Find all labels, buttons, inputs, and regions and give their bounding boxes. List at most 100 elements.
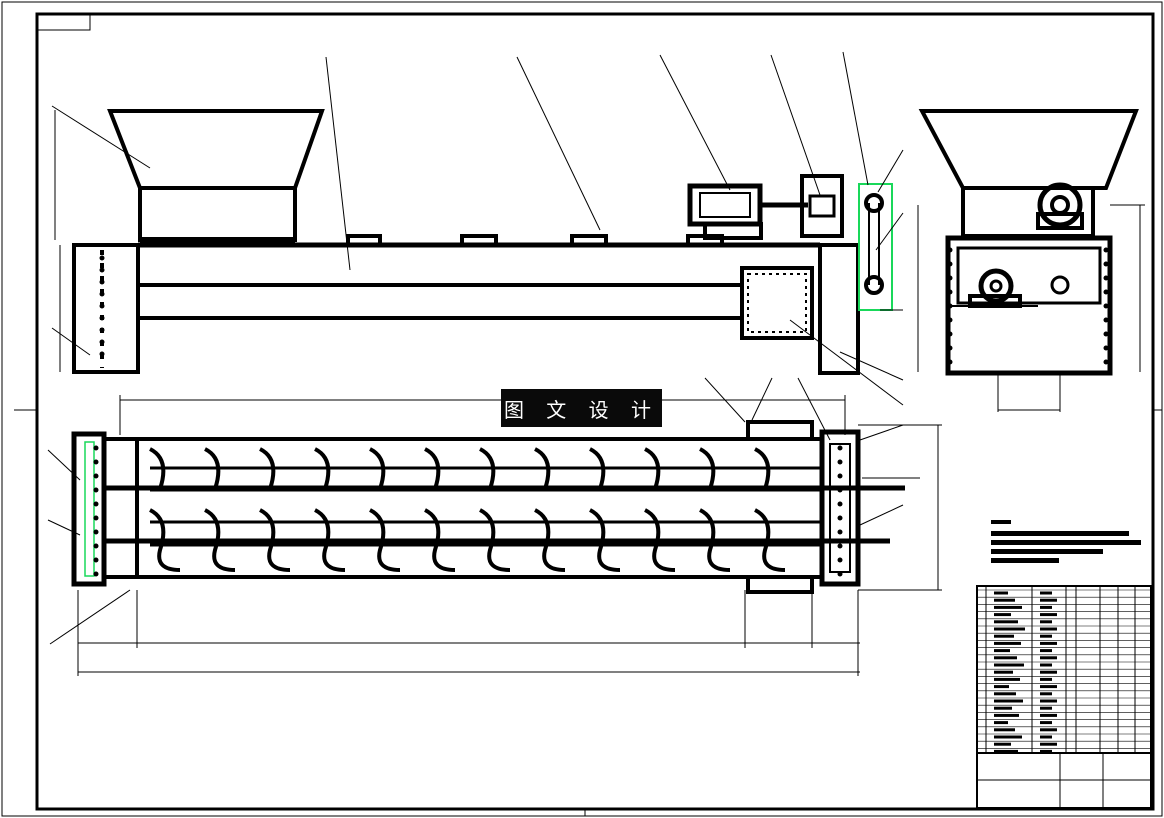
rivet	[1103, 345, 1109, 351]
parts-row-text-mark	[1040, 605, 1052, 609]
parts-row-text-mark	[994, 663, 1024, 667]
rivet	[837, 543, 843, 549]
watermark-label: 图 文 设 计	[501, 389, 662, 427]
rivet	[93, 459, 99, 465]
rivet	[837, 515, 843, 521]
rivet	[93, 529, 99, 535]
parts-row-text-mark	[994, 742, 1011, 746]
rivet	[947, 303, 953, 309]
rivet	[837, 459, 843, 465]
parts-list-rows	[977, 589, 1151, 753]
feed-hopper-front	[107, 109, 325, 243]
parts-row-text-mark	[994, 656, 1017, 660]
parts-row-text-mark	[994, 641, 1021, 645]
screw-flight-upper	[148, 447, 771, 490]
parts-row-text-mark	[1040, 677, 1052, 681]
parts-row-text-mark	[994, 613, 1011, 617]
parts-list	[976, 585, 1152, 809]
rivet	[99, 291, 105, 297]
chain-drive-front	[858, 183, 893, 311]
rivet	[947, 247, 953, 253]
parts-row-text-mark	[1040, 656, 1057, 660]
discharge-box-front	[740, 243, 860, 375]
parts-row-text-mark	[994, 735, 1022, 739]
rivet	[837, 501, 843, 507]
parts-row-text-mark	[994, 721, 1008, 725]
reducer-motor-front	[687, 174, 844, 240]
rivet	[93, 557, 99, 563]
rivet	[99, 339, 105, 345]
parts-row-text-mark	[1040, 634, 1052, 638]
rivet	[1103, 289, 1109, 295]
rivet	[837, 487, 843, 493]
parts-row-text-mark	[994, 685, 1009, 689]
parts-row-text-mark	[1040, 721, 1052, 725]
rivet	[1103, 275, 1109, 281]
rivet	[947, 331, 953, 337]
top-view	[47, 377, 942, 676]
rivet	[837, 571, 843, 577]
rivet	[837, 529, 843, 535]
parts-row-text-mark	[1040, 728, 1057, 732]
rivet	[93, 515, 99, 521]
parts-row-text-mark	[994, 692, 1016, 696]
side-view	[918, 109, 1145, 412]
parts-row-text-mark	[1040, 742, 1057, 746]
rivet	[837, 557, 843, 563]
technical-notes	[991, 520, 1141, 563]
parts-row-text-mark	[1040, 706, 1052, 710]
parts-row-text-mark	[994, 605, 1022, 609]
rivet	[99, 315, 105, 321]
rivet	[947, 289, 953, 295]
rivet	[99, 303, 105, 309]
rivet	[93, 543, 99, 549]
rivet	[947, 261, 953, 267]
screw-trough-front	[72, 234, 820, 374]
parts-row-text-mark	[1040, 749, 1052, 753]
parts-row-text-mark	[1040, 591, 1052, 595]
rivet	[947, 345, 953, 351]
rivet	[1103, 303, 1109, 309]
rivet	[837, 473, 843, 479]
parts-row-text-mark	[994, 728, 1015, 732]
rivet	[947, 275, 953, 281]
leader-lines-front	[51, 51, 919, 406]
dimension-lines-top	[47, 377, 942, 676]
screw-flight-lower	[148, 508, 786, 572]
rivet	[93, 445, 99, 451]
parts-row-text-mark	[994, 649, 1010, 653]
parts-row-text-mark	[1040, 663, 1052, 667]
rivet	[99, 279, 105, 285]
rivet	[1103, 247, 1109, 253]
parts-row-text-mark	[994, 670, 1013, 674]
front-view	[51, 51, 919, 406]
parts-row-text-mark	[1040, 613, 1057, 617]
parts-row-text-mark	[1040, 598, 1057, 602]
rivet-marks	[93, 247, 1109, 577]
rivet	[1103, 331, 1109, 337]
parts-row-text-mark	[1040, 699, 1057, 703]
parts-row-text-mark	[1040, 620, 1052, 624]
rivet	[99, 255, 105, 261]
rivet	[99, 267, 105, 273]
rivet	[99, 327, 105, 333]
parts-row-text-mark	[994, 591, 1008, 595]
parts-row-text-mark	[1040, 685, 1057, 689]
parts-row-text-mark	[994, 677, 1020, 681]
rivet	[947, 359, 953, 365]
parts-row-text-mark	[1040, 641, 1057, 645]
rivet	[1103, 317, 1109, 323]
parts-row-text-mark	[994, 713, 1019, 717]
parts-row-text-mark	[994, 620, 1018, 624]
parts-row-text-mark	[1040, 735, 1052, 739]
parts-row-text-mark	[994, 706, 1012, 710]
parts-row-text-mark	[1040, 649, 1052, 653]
parts-row-text-mark	[994, 598, 1015, 602]
parts-row-text-mark	[994, 627, 1025, 631]
rivet	[1103, 261, 1109, 267]
rivet	[947, 317, 953, 323]
parts-row-text-mark	[994, 634, 1014, 638]
